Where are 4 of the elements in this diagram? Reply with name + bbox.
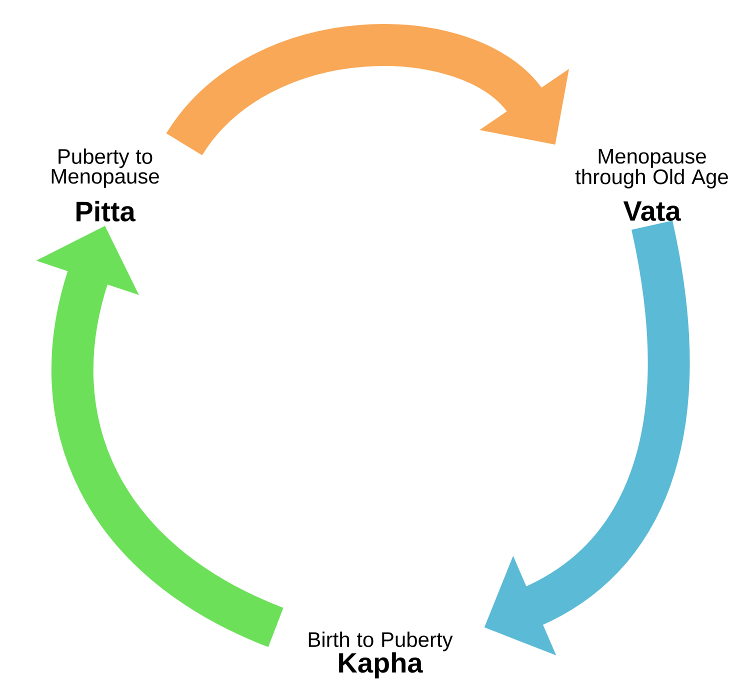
curved-arrow [167,24,570,157]
stage-label: Puberty to Menopause Pitta [52,148,159,222]
stage-label: Birth to Puberty Kapha [308,632,453,678]
stage-label: Menopause through Old Age Vata [575,149,728,221]
